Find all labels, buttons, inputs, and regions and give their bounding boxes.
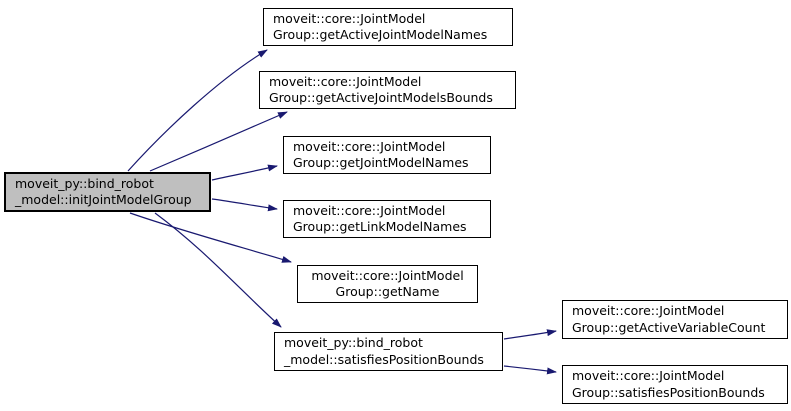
node-label-line: moveit::core::JointModel xyxy=(293,138,446,154)
node-label-line: moveit_py::bind_robot xyxy=(284,335,423,350)
edge-initJointModelGroup-to-getActiveJointModelNames xyxy=(127,49,268,172)
node-label-line: Group::getName xyxy=(335,284,440,299)
edge-py_satisfiesPositionBounds-to-getActiveVariableCount xyxy=(503,329,557,340)
node-initJointModelGroup: moveit_py::bind_robot_model::initJointMo… xyxy=(4,172,211,212)
node-label-line: moveit::core::JointModel xyxy=(273,10,426,26)
node-label-line: moveit::core::JointModel xyxy=(269,73,422,89)
edge-initJointModelGroup-to-getActiveJointModelsBounds xyxy=(149,111,288,172)
node-label-line: _model::satisfiesPositionBounds xyxy=(284,351,484,367)
edge-initJointModelGroup-to-py_satisfiesPositionBounds xyxy=(154,212,282,328)
node-label-line: Group::getActiveJointModelNames xyxy=(273,27,488,42)
node-label-line: Group::getActiveJointModelsBounds xyxy=(269,90,493,105)
node-label-line: moveit_py::bind_robot xyxy=(15,175,154,191)
node-label-line: moveit::core::JointModel xyxy=(572,368,725,383)
node-label-line: _model::initJointModelGroup xyxy=(15,192,192,207)
node-label-line: Group::getActiveVariableCount xyxy=(572,319,766,335)
node-label-line: moveit::core::JointModel xyxy=(293,202,446,218)
node-label-line: Group::getJointModelNames xyxy=(293,155,469,170)
edge-py_satisfiesPositionBounds-to-core_satisfiesPositionBounds xyxy=(503,365,557,375)
edge-initJointModelGroup-to-getName xyxy=(129,212,292,263)
edge-initJointModelGroup-to-getLinkModelNames xyxy=(211,198,278,212)
node-py_satisfiesPositionBounds[interactable]: moveit_py::bind_robot_model::satisfiesPo… xyxy=(274,332,503,371)
node-label-line: Group::satisfiesPositionBounds xyxy=(572,384,765,400)
node-label-line: moveit::core::JointModel xyxy=(572,303,725,318)
node-label-line: moveit::core::JointModel xyxy=(311,267,464,283)
edge-initJointModelGroup-to-getJointModelNames xyxy=(211,164,278,181)
node-label-line: Group::getLinkModelNames xyxy=(293,219,467,234)
